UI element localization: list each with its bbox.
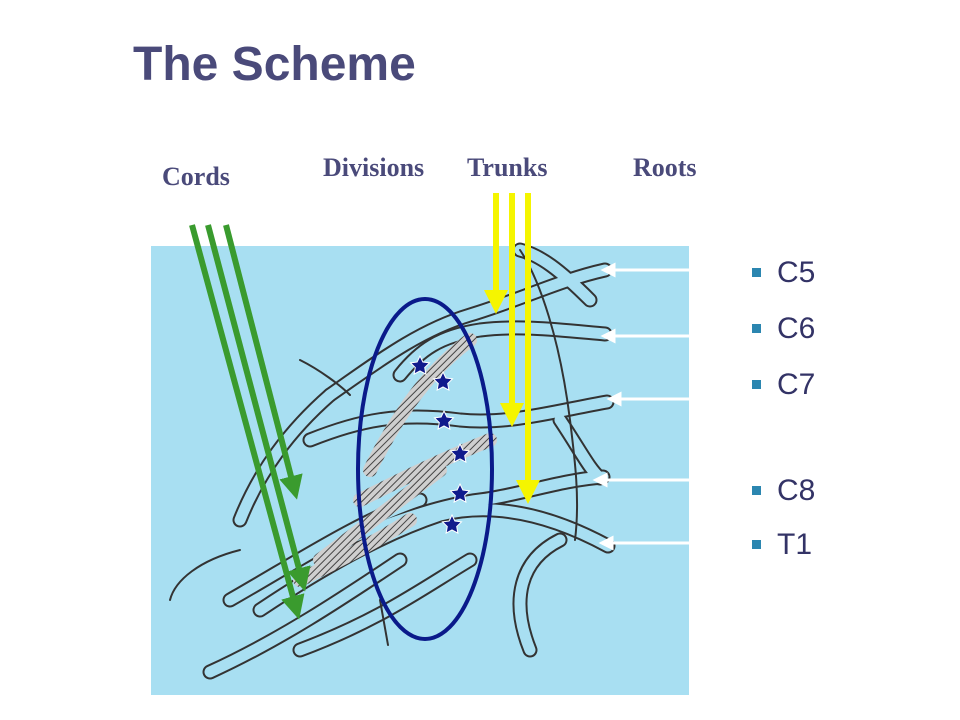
label-cords: Cords: [162, 162, 230, 191]
square-bullet-icon: [752, 323, 761, 333]
arrow-icon: [205, 224, 311, 592]
nerve-drawing: [169, 242, 616, 680]
star-icon: [409, 354, 431, 376]
square-bullet-icon: [752, 379, 761, 389]
root-item-c5: C5: [752, 256, 815, 290]
star-icon: [449, 482, 471, 504]
star-icon: [433, 409, 455, 431]
label-roots: Roots: [633, 153, 697, 182]
square-bullet-icon: [752, 539, 761, 549]
cord-arrows: [189, 224, 311, 620]
star-icon: [432, 370, 454, 392]
star-icon: [449, 442, 471, 464]
arrow-icon: [223, 224, 303, 500]
square-bullet-icon: [752, 485, 761, 495]
square-bullet-icon: [752, 267, 761, 277]
slide-title: The Scheme: [133, 38, 416, 91]
divisions-ellipse: [356, 297, 494, 641]
root-item-c7: C7: [752, 368, 815, 402]
root-item-c6: C6: [752, 312, 815, 346]
label-divisions: Divisions: [323, 153, 425, 182]
arrow-icon: [189, 224, 305, 620]
label-trunks: Trunks: [467, 153, 548, 182]
root-item-t1: T1: [752, 528, 812, 562]
root-arrows: [592, 262, 689, 551]
root-item-c8: C8: [752, 474, 815, 508]
star-icon: [441, 513, 463, 535]
trunk-arrows: [484, 193, 540, 504]
division-stars: [409, 354, 471, 535]
